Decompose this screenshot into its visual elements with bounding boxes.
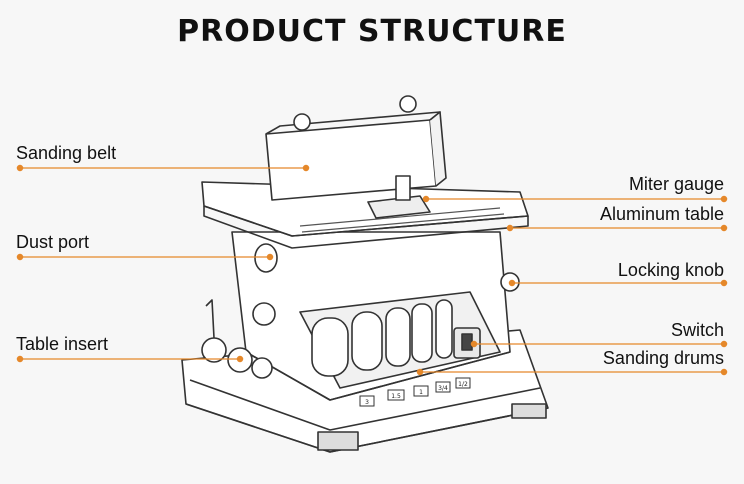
label-sanding-belt: Sanding belt (16, 143, 117, 163)
drum-tag: 1 (419, 389, 423, 396)
page-title: PRODUCT STRUCTURE (177, 14, 567, 49)
dust-port (254, 243, 278, 273)
drum-tag: 1.5 (391, 393, 401, 400)
sanding-drums-group (311, 299, 453, 377)
label-dust-port: Dust port (16, 232, 90, 252)
drum-tag: 3 (365, 399, 369, 406)
label-aluminum-table: Aluminum table (599, 204, 724, 224)
label-sanding-drums: Sanding drums (602, 348, 724, 368)
label-miter-gauge: Miter gauge (628, 174, 724, 194)
label-table-insert: Table insert (16, 334, 109, 354)
label-locking-knob: Locking knob (617, 260, 724, 280)
drum-tag: 1/2 (458, 381, 468, 388)
drum-tag: 3/4 (438, 385, 448, 392)
label-switch: Switch (670, 320, 724, 340)
side-knob (252, 302, 276, 326)
